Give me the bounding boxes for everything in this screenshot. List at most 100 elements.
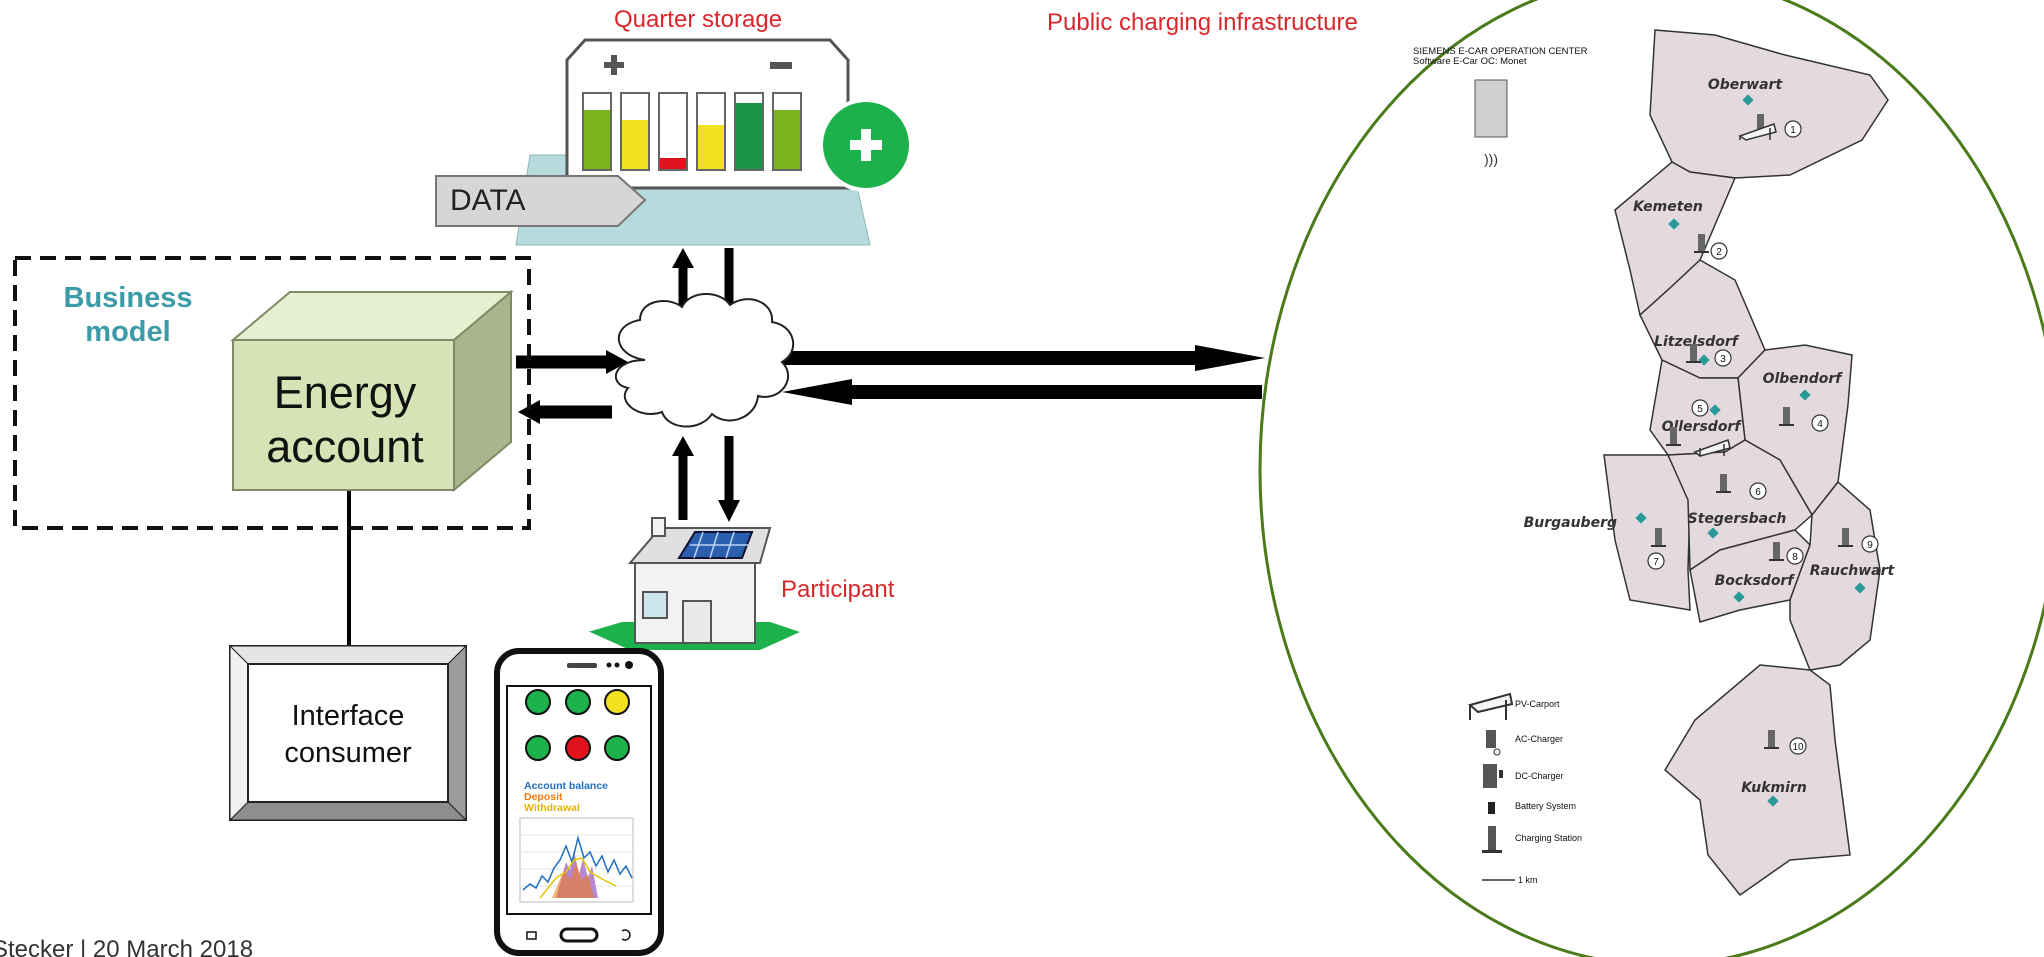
phone-legend-deposit: Deposit [524, 791, 563, 803]
charging-region-ellipse [1258, 0, 2044, 957]
charging-station-base [1651, 545, 1666, 547]
business-model-frame [13, 256, 531, 530]
energy-account-line1: Energy [274, 367, 417, 418]
town-oillersdorf: Ollersdorf [1662, 419, 1743, 435]
signal-icon: ))) [1484, 151, 1498, 167]
connection-arrows [347, 248, 1265, 646]
town-marker-diamond [1635, 512, 1647, 524]
add-storage-icon [819, 98, 913, 192]
phone-nav-buttons [526, 927, 631, 943]
interface-line2: consumer [284, 737, 412, 769]
station-number-label: 10 [1792, 742, 1804, 753]
operation-center-line2: Software E-Car OC: Monet [1413, 56, 1527, 67]
charging-station-icon [1773, 542, 1780, 560]
public-charging-title: Public charging infrastructure [1047, 9, 1358, 36]
smartphone: Account balance Deposit Withdrawal [494, 648, 664, 956]
town-marker-diamond [1854, 582, 1866, 594]
phone-status-dot [565, 689, 591, 715]
town-kemeten: Kemeten [1633, 199, 1703, 215]
participant-label: Participant [781, 576, 895, 603]
charging-station-base [1686, 361, 1701, 363]
footer-credit: Stecker | 20 March 2018 [0, 936, 253, 957]
map-legend: PV-Carport AC-Charger DC-Charger Battery… [1467, 692, 1582, 885]
phone-status-dot [604, 689, 630, 715]
station-number-circle [1784, 120, 1802, 138]
charging-station-base [1838, 545, 1853, 547]
data-tag-label: DATA [450, 184, 526, 217]
town-bocksdorf: Bocksdorf [1715, 573, 1796, 589]
station-number-circle [1786, 547, 1804, 565]
legend-pv-carport: PV-Carport [1515, 699, 1560, 709]
town-marker-diamond [1668, 218, 1680, 230]
town-stegersbach: Stegersbach [1688, 511, 1787, 527]
phone-status-dot [525, 689, 551, 715]
station-number-label: 3 [1720, 354, 1726, 365]
station-number-circle [1714, 349, 1732, 367]
town-marker-diamond [1767, 795, 1779, 807]
charging-station-icon [1690, 344, 1697, 362]
phone-status-dot [565, 735, 591, 761]
interface-consumer-box: Interface consumer [228, 644, 468, 822]
phone-legend-balance: Account balance [524, 780, 608, 792]
station-number-label: 5 [1697, 404, 1703, 415]
station-number-label: 2 [1716, 247, 1722, 258]
energy-account-line2: account [266, 421, 424, 472]
charging-station-icon [1783, 407, 1790, 425]
charging-station-base [1694, 251, 1709, 253]
station-number-circle [1647, 552, 1665, 570]
region-stegersbach [1666, 439, 1813, 572]
legend-charging-station: Charging Station [1515, 833, 1582, 843]
station-number-label: 9 [1867, 540, 1873, 551]
town-rauchwart: Rauchwart [1810, 563, 1896, 579]
quarter-storage-title: Quarter storage [614, 6, 782, 33]
legend-scale: 1 km [1518, 875, 1538, 885]
ac-charger-legend-icon [1486, 730, 1501, 756]
phone-status-dots [525, 689, 630, 761]
station-number-circle [1749, 482, 1767, 500]
station-number-circle [1691, 399, 1709, 417]
map-regions [1603, 29, 1889, 897]
energy-account-box: Energy account [230, 289, 514, 493]
charging-station-base [1764, 747, 1779, 749]
charging-station-icon [1720, 474, 1727, 492]
phone-status-dot [604, 735, 630, 761]
town-litzelsdorf: Litzelsdorf [1654, 334, 1740, 350]
station-number-circle [1861, 535, 1879, 553]
town-marker-diamond [1709, 404, 1721, 416]
region-burgauberg [1603, 454, 1691, 611]
charging-station-icon [1842, 528, 1849, 546]
charging-station-base [1716, 491, 1731, 493]
phone-mini-chart [519, 817, 634, 903]
region-oberwart [1649, 29, 1889, 179]
town-marker-diamond [1742, 94, 1754, 106]
charging-station-icon [1768, 730, 1775, 748]
legend-ac-charger: AC-Charger [1515, 734, 1563, 744]
phone-legend-withdrawal: Withdrawal [524, 802, 580, 814]
phone-status-dot [525, 735, 551, 761]
battery-system-legend-icon [1488, 802, 1495, 814]
station-number-circle [1811, 414, 1829, 432]
station-number-label: 6 [1755, 487, 1761, 498]
charging-station-icon [1757, 114, 1764, 132]
business-model-line1: Business [64, 282, 193, 314]
pv-carport-legend-icon [1467, 692, 1514, 720]
quarter-storage: Quarter storage DATA [435, 6, 913, 246]
pv-carport-icon [1693, 123, 1777, 457]
operation-center-line1: SIEMENS E-CAR OPERATION CENTER [1413, 46, 1588, 57]
charging-station-base [1779, 424, 1794, 426]
station-number-label: 7 [1653, 557, 1659, 568]
town-marker-diamond [1799, 389, 1811, 401]
battery-cells [582, 92, 802, 171]
station-number-label: 4 [1817, 419, 1823, 430]
interface-line1: Interface [292, 700, 405, 732]
legend-battery-system: Battery System [1515, 801, 1576, 811]
region-kukmirn [1664, 664, 1851, 897]
charging-station-icon [1698, 234, 1705, 252]
town-marker-diamond [1707, 527, 1719, 539]
town-kukmirn: Kukmirn [1741, 780, 1807, 796]
legend-dc-charger: DC-Charger [1515, 771, 1564, 781]
station-number-circle [1789, 737, 1807, 755]
town-oberwart: Oberwart [1708, 77, 1784, 93]
cloud-icon [614, 293, 795, 428]
